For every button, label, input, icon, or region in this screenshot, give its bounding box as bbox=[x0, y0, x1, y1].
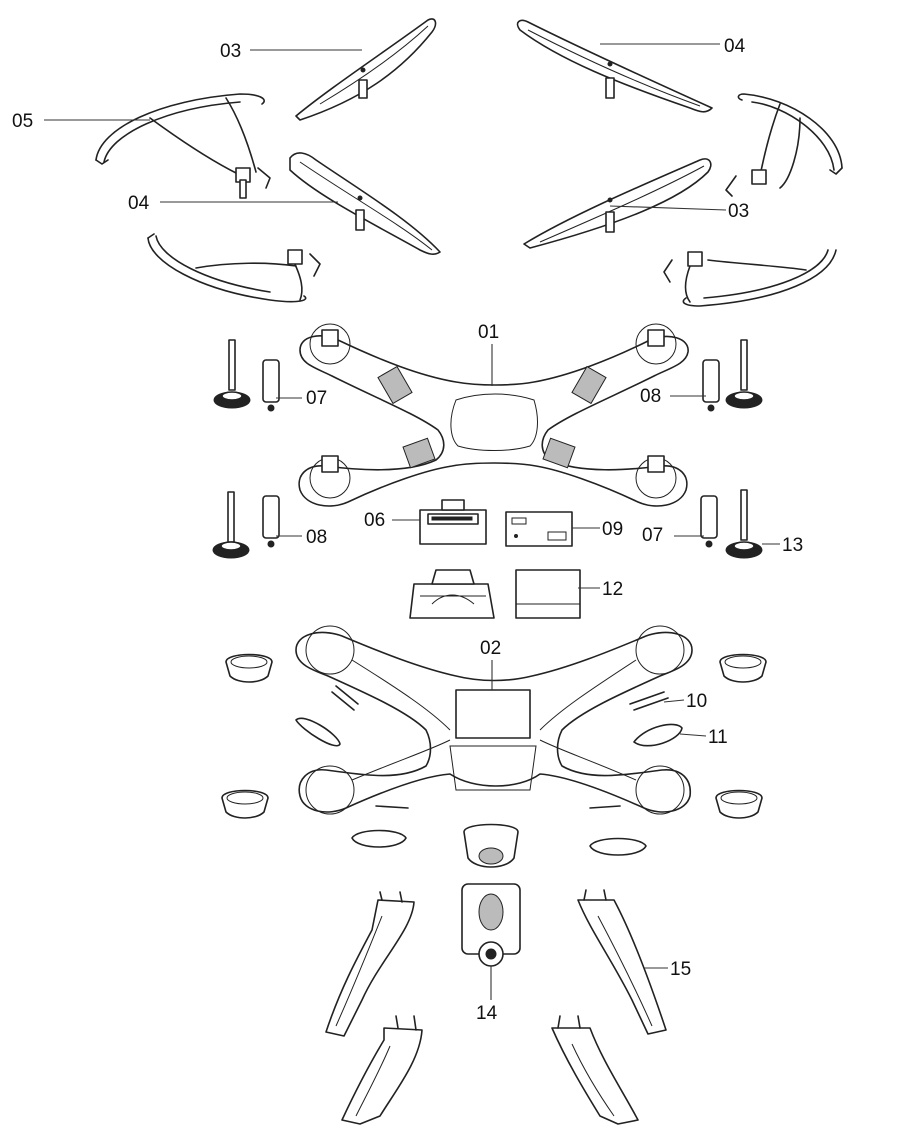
bottom-shell bbox=[295, 625, 693, 815]
landing-leg-lower-left bbox=[341, 1015, 423, 1125]
propeller-03-middle-right bbox=[523, 158, 712, 249]
label-03-top: 03 bbox=[220, 41, 241, 62]
label-02: 02 bbox=[480, 638, 501, 659]
leader-lines bbox=[44, 43, 780, 1000]
landing-leg-upper-left bbox=[325, 891, 415, 1037]
prop-guard-lower-right bbox=[663, 249, 837, 307]
spacer-07-right bbox=[700, 495, 718, 548]
label-07-left: 07 bbox=[306, 388, 327, 409]
prop-guard-lower-left bbox=[147, 233, 321, 303]
label-13: 13 bbox=[782, 535, 803, 556]
label-14: 14 bbox=[476, 1003, 498, 1024]
motor-cap-lower-left bbox=[221, 789, 269, 819]
battery-holder bbox=[409, 569, 495, 619]
led-strip-lower-left bbox=[375, 805, 409, 809]
label-08-right: 08 bbox=[640, 386, 661, 407]
label-10: 10 bbox=[686, 691, 707, 712]
label-12: 12 bbox=[602, 579, 623, 600]
label-08-left: 08 bbox=[306, 527, 327, 548]
led-cover-lower-left bbox=[351, 829, 407, 848]
led-cover-lower-right bbox=[589, 837, 647, 856]
led-cover-left bbox=[295, 717, 341, 747]
label-01: 01 bbox=[478, 322, 499, 343]
label-04-middle: 04 bbox=[128, 193, 150, 214]
camera-mount bbox=[463, 823, 519, 868]
motor-mount-screw-left-lower bbox=[212, 491, 250, 559]
motor-mount-screw-right-upper bbox=[725, 339, 763, 409]
label-05: 05 bbox=[12, 111, 33, 132]
top-shell bbox=[298, 323, 689, 507]
motor-cap-lower-right bbox=[715, 789, 763, 819]
motor-cap-upper-right bbox=[719, 653, 767, 683]
label-07-right: 07 bbox=[642, 525, 663, 546]
landing-leg-upper-right bbox=[577, 889, 667, 1035]
led-cover-right-11 bbox=[633, 723, 683, 747]
landing-leg-lower-right bbox=[551, 1015, 639, 1125]
led-strip-right-10 bbox=[629, 691, 669, 711]
motor-mount-screw-right-lower bbox=[725, 489, 763, 559]
prop-guard-upper-right bbox=[725, 93, 843, 197]
label-09: 09 bbox=[602, 519, 623, 540]
led-strip-lower-right bbox=[589, 805, 621, 809]
receiver-module bbox=[419, 499, 487, 545]
flight-control-board bbox=[505, 511, 573, 547]
spacer-08-left bbox=[262, 495, 280, 548]
label-03-middle: 03 bbox=[728, 201, 749, 222]
label-11: 11 bbox=[708, 727, 728, 748]
led-strip-left bbox=[331, 685, 359, 711]
propeller-03-top-left bbox=[295, 18, 437, 121]
propeller-04-middle-left bbox=[289, 152, 441, 255]
camera-module bbox=[461, 883, 521, 967]
spacer-08-right bbox=[702, 359, 720, 412]
motor-cap-upper-left bbox=[225, 653, 273, 683]
motor-mount-screw-left-upper bbox=[213, 339, 251, 409]
propeller-04-top-right bbox=[516, 19, 713, 113]
prop-guard-upper-left bbox=[95, 93, 271, 199]
battery-12 bbox=[515, 569, 581, 619]
label-04-top: 04 bbox=[724, 36, 746, 57]
spacer-07-left bbox=[262, 359, 280, 412]
label-15: 15 bbox=[670, 959, 691, 980]
label-06: 06 bbox=[364, 510, 385, 531]
